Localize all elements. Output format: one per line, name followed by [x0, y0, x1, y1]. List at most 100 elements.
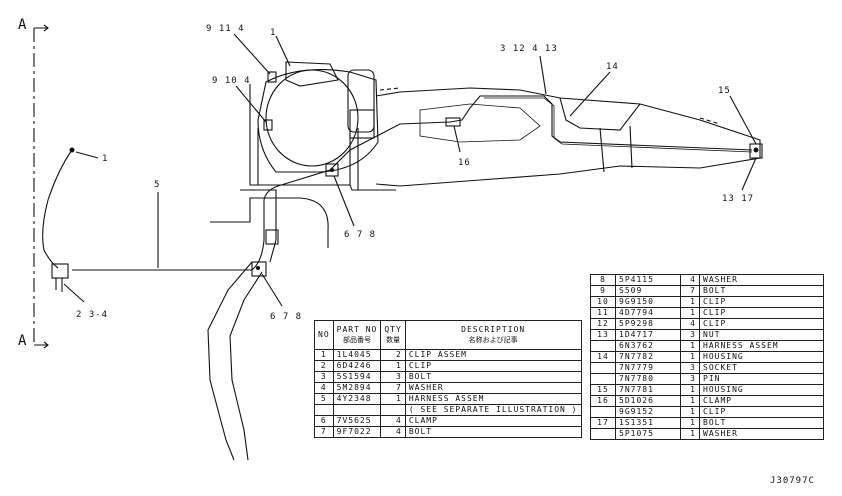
harness-14 — [484, 97, 753, 153]
quantity: 1 — [680, 406, 700, 418]
description: BOLT — [404, 371, 582, 383]
part-number: 6D4246 — [332, 360, 382, 372]
table-row: ( SEE SEPARATE ILLUSTRATION ) — [314, 404, 582, 416]
description: WASHER — [404, 382, 582, 394]
description: BOLT — [699, 417, 824, 429]
callout-9-11-4: 9 11 4 — [206, 24, 245, 34]
quantity: 2 — [380, 349, 406, 361]
section-arrow-bottom — [34, 341, 49, 349]
description: CLAMP — [699, 395, 824, 407]
item-number: 16 — [590, 395, 616, 407]
floor-line-2 — [240, 189, 277, 263]
item-number — [590, 406, 616, 418]
callout-16: 16 — [458, 158, 471, 168]
description: CLIP — [404, 360, 582, 372]
leader-14 — [569, 71, 611, 117]
part-number: 5P4115 — [615, 274, 681, 286]
quantity: 4 — [680, 274, 700, 286]
item-number: 12 — [590, 318, 616, 330]
item-number: 15 — [590, 384, 616, 396]
item-number — [590, 373, 616, 385]
description: CLIP — [699, 296, 824, 308]
col-no-header: NO — [314, 320, 334, 350]
item-number: 10 — [590, 296, 616, 308]
quantity: 1 — [680, 351, 700, 363]
part-number: 5M2894 — [332, 382, 382, 394]
callout-1-left: 1 — [102, 154, 109, 164]
clamp-16 — [445, 117, 461, 127]
item-number: 13 — [590, 329, 616, 341]
frame-dashes — [379, 87, 721, 125]
quantity: 4 — [380, 426, 406, 438]
item-number: 4 — [314, 382, 334, 394]
part-number: 9F7022 — [332, 426, 382, 438]
description: CLIP ASSEM — [404, 349, 582, 361]
leader-9-10-4 — [235, 85, 267, 123]
part-number: 5D1026 — [615, 395, 681, 407]
item-number: 11 — [590, 307, 616, 319]
item-number — [590, 362, 616, 374]
description: NUT — [699, 329, 824, 341]
quantity: 4 — [380, 415, 406, 427]
description: WASHER — [699, 428, 824, 440]
part-number: 7N7782 — [615, 351, 681, 363]
frame-upper — [375, 87, 761, 187]
quantity: 7 — [380, 382, 406, 394]
quantity: 1 — [380, 393, 406, 405]
part-number: 7N7780 — [615, 373, 681, 385]
quantity: 1 — [380, 360, 406, 372]
part-number: 5P9298 — [615, 318, 681, 330]
item-number: 14 — [590, 351, 616, 363]
item-number: 3 — [314, 371, 334, 383]
leader-678-lower — [261, 273, 283, 307]
part-number: 9G9152 — [615, 406, 681, 418]
drawing-code: J30797C — [770, 476, 815, 486]
callout-6-7-8-lower: 6 7 8 — [270, 312, 303, 322]
description: WASHER — [699, 274, 824, 286]
description: CLIP — [699, 406, 824, 418]
item-number: 2 — [314, 360, 334, 372]
starter-motor — [347, 69, 375, 133]
item-number: 1 — [314, 349, 334, 361]
quantity: 1 — [680, 428, 700, 440]
description: ( SEE SEPARATE ILLUSTRATION ) — [404, 404, 582, 416]
part-number: 7V5625 — [332, 415, 382, 427]
description: BOLT — [404, 426, 582, 438]
item-number: 9 — [590, 285, 616, 297]
callout-2-3-4: 2 3-4 — [76, 310, 109, 320]
callout-3-12-4-13: 3 12 4 13 — [500, 44, 558, 54]
description: HARNESS ASSEM — [699, 340, 824, 352]
item-number: 5 — [314, 393, 334, 405]
quantity: 3 — [380, 371, 406, 383]
part-number: 7N7779 — [615, 362, 681, 374]
lower-frame-inner — [229, 271, 263, 461]
quantity: 3 — [680, 373, 700, 385]
description: HOUSING — [699, 384, 824, 396]
part-number: 6N3762 — [615, 340, 681, 352]
clip-9-11 — [267, 71, 277, 83]
callout-1-top: 1 — [270, 28, 277, 38]
description: HOUSING — [699, 351, 824, 363]
clamp-6 — [251, 261, 267, 277]
item-number — [314, 404, 334, 416]
item-number — [590, 428, 616, 440]
mount-post — [257, 128, 359, 190]
description: BOLT — [699, 285, 824, 297]
quantity — [380, 404, 406, 416]
callout-9-10-4: 9 10 4 — [212, 76, 251, 86]
quantity: 1 — [680, 417, 700, 429]
quantity: 7 — [680, 285, 700, 297]
